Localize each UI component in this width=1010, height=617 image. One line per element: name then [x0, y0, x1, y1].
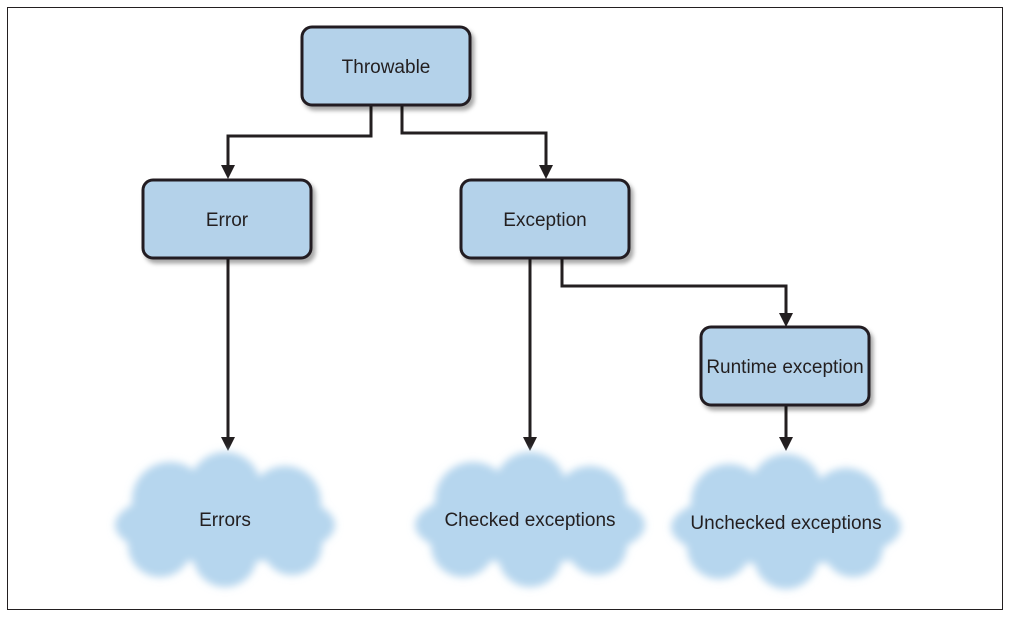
connectors: [221, 106, 793, 451]
unchecked-exceptions-cloud-label: Unchecked exceptions: [690, 513, 881, 534]
arrowhead-down-icon: [523, 437, 537, 451]
node-throwable: Throwable: [300, 25, 472, 107]
node-runtime-exception: Runtime exception: [699, 325, 871, 407]
connector-throwable-exception: [400, 106, 548, 168]
cloud-shape-icon: [115, 452, 335, 587]
cloud-shape-icon: [671, 454, 901, 589]
runtime-exception-box: [699, 325, 871, 407]
runtime-exception-label: Runtime exception: [706, 357, 863, 378]
arrowhead-down-icon: [221, 165, 235, 179]
arrowhead-down-icon: [779, 437, 793, 451]
cloud-errors: Errors: [115, 452, 335, 587]
checked-exceptions-cloud-label: Checked exceptions: [444, 510, 615, 531]
connector-throwable-error: [226, 106, 373, 168]
throwable-label: Throwable: [342, 57, 431, 78]
exception-label: Exception: [503, 210, 586, 231]
diagram-frame: [7, 7, 1003, 610]
cloud-shape-icon: [415, 452, 645, 587]
cloud-checked-exceptions: Checked exceptions: [415, 452, 645, 587]
arrowhead-down-icon: [221, 437, 235, 451]
error-label: Error: [206, 210, 249, 231]
exception-box: [459, 178, 631, 260]
errors-cloud-label: Errors: [199, 510, 251, 531]
arrowhead-down-icon: [779, 313, 793, 327]
node-error: Error: [141, 178, 313, 260]
throwable-box: [300, 25, 472, 107]
error-box: [141, 178, 313, 260]
arrowhead-down-icon: [539, 165, 553, 179]
cloud-unchecked-exceptions: Unchecked exceptions: [671, 454, 901, 589]
node-exception: Exception: [459, 178, 631, 260]
connector-exception-runtime: [560, 259, 788, 316]
